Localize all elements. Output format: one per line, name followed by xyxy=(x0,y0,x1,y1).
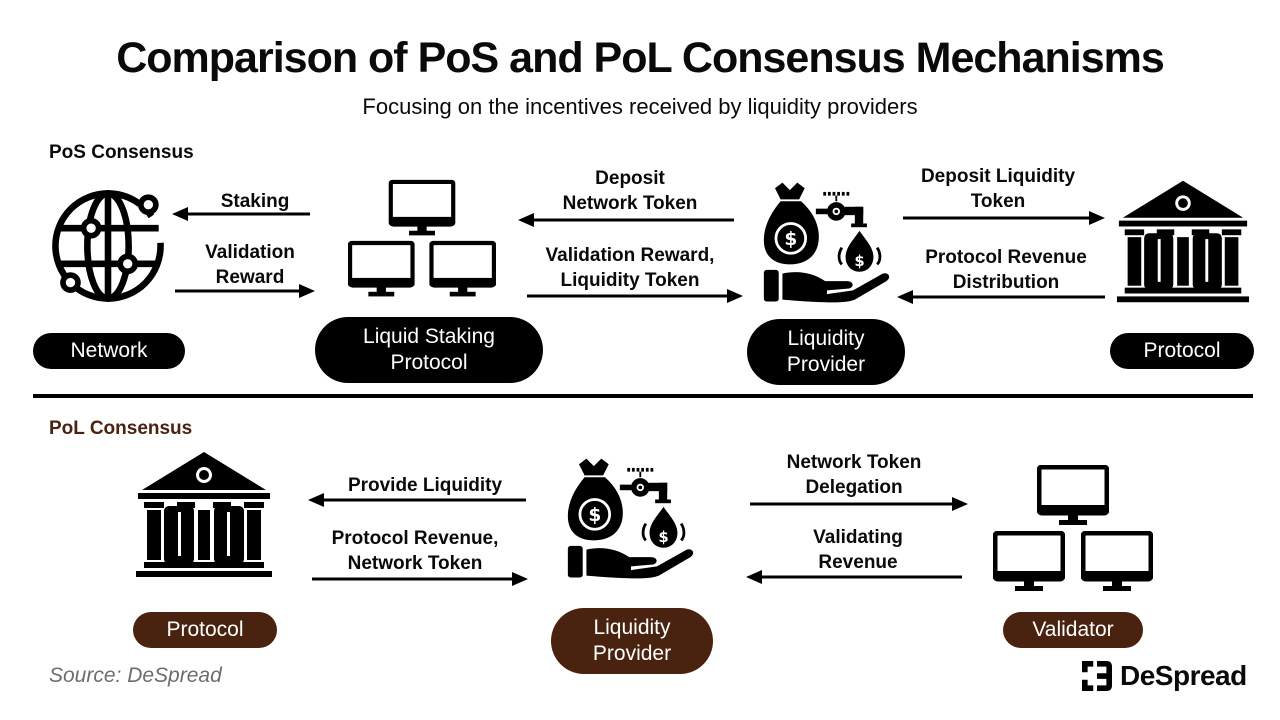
edge-label-protocol-revenue-network-token: Protocol Revenue, Network Token xyxy=(331,528,499,574)
computers-network-icon xyxy=(987,465,1159,595)
money-hand-icon xyxy=(566,456,696,582)
section-divider xyxy=(33,394,1253,398)
arrow-left-staking xyxy=(172,207,310,221)
logo-text: DeSpread xyxy=(1120,660,1247,691)
pol-validator-node: Validator xyxy=(1003,612,1143,648)
pol-liquidity-provider-node: Liquidity Provider xyxy=(551,608,713,674)
despread-logo-icon xyxy=(1082,661,1112,691)
page-title: Comparison of PoS and PoL Consensus Mech… xyxy=(116,34,1165,82)
edge-label-deposit-liquidity-token: Deposit Liquidity Token xyxy=(920,166,1076,212)
money-hand-icon xyxy=(762,180,892,306)
arrow-right-validation-reward-liquidity-token xyxy=(527,289,743,303)
bank-building-icon xyxy=(134,447,274,583)
pos-network-node: Network xyxy=(33,333,185,369)
edge-label-deposit-network-token: Deposit Network Token xyxy=(562,168,698,214)
pol-protocol-node: Protocol xyxy=(133,612,277,648)
globe-network-icon xyxy=(47,185,169,307)
edge-label-protocol-revenue-distribution: Protocol Revenue Distribution xyxy=(925,247,1087,293)
pos-protocol-node: Protocol xyxy=(1110,333,1254,369)
source-note: Source: DeSpread xyxy=(49,664,222,687)
edge-label-validating-revenue: Validating Revenue xyxy=(813,527,903,573)
bank-building-icon xyxy=(1115,178,1251,306)
edge-label-provide-liquidity: Provide Liquidity xyxy=(347,475,503,496)
arrow-right-validation-reward xyxy=(175,284,315,298)
despread-logo: DeSpread xyxy=(1082,660,1247,692)
pol-section-label: PoL Consensus xyxy=(49,418,193,439)
page-subtitle: Focusing on the incentives received by l… xyxy=(362,94,918,119)
arrow-left-deposit-network-token xyxy=(518,213,734,227)
edge-label-validation-reward-liquidity-token: Validation Reward, Liquidity Token xyxy=(545,245,715,291)
arrow-right-deposit-liquidity-token xyxy=(903,211,1105,225)
arrow-right-network-token-delegation xyxy=(750,497,968,511)
computers-network-icon xyxy=(348,178,496,302)
pos-network-label: Network xyxy=(70,339,148,362)
arrow-left-provide-liquidity xyxy=(308,493,526,507)
pos-liquid-staking-node: Liquid Staking Protocol xyxy=(315,317,543,383)
edge-label-network-token-delegation: Network Token Delegation xyxy=(786,452,922,498)
edge-label-staking: Staking xyxy=(220,191,290,212)
pos-section-label: PoS Consensus xyxy=(49,142,194,163)
arrow-left-validating-revenue xyxy=(746,570,962,584)
pos-liquidity-provider-node: Liquidity Provider xyxy=(747,319,905,385)
edge-label-validation-reward: Validation Reward xyxy=(205,242,295,288)
arrow-right-protocol-revenue-network-token xyxy=(312,572,528,586)
arrow-left-protocol-revenue-distribution xyxy=(897,290,1105,304)
